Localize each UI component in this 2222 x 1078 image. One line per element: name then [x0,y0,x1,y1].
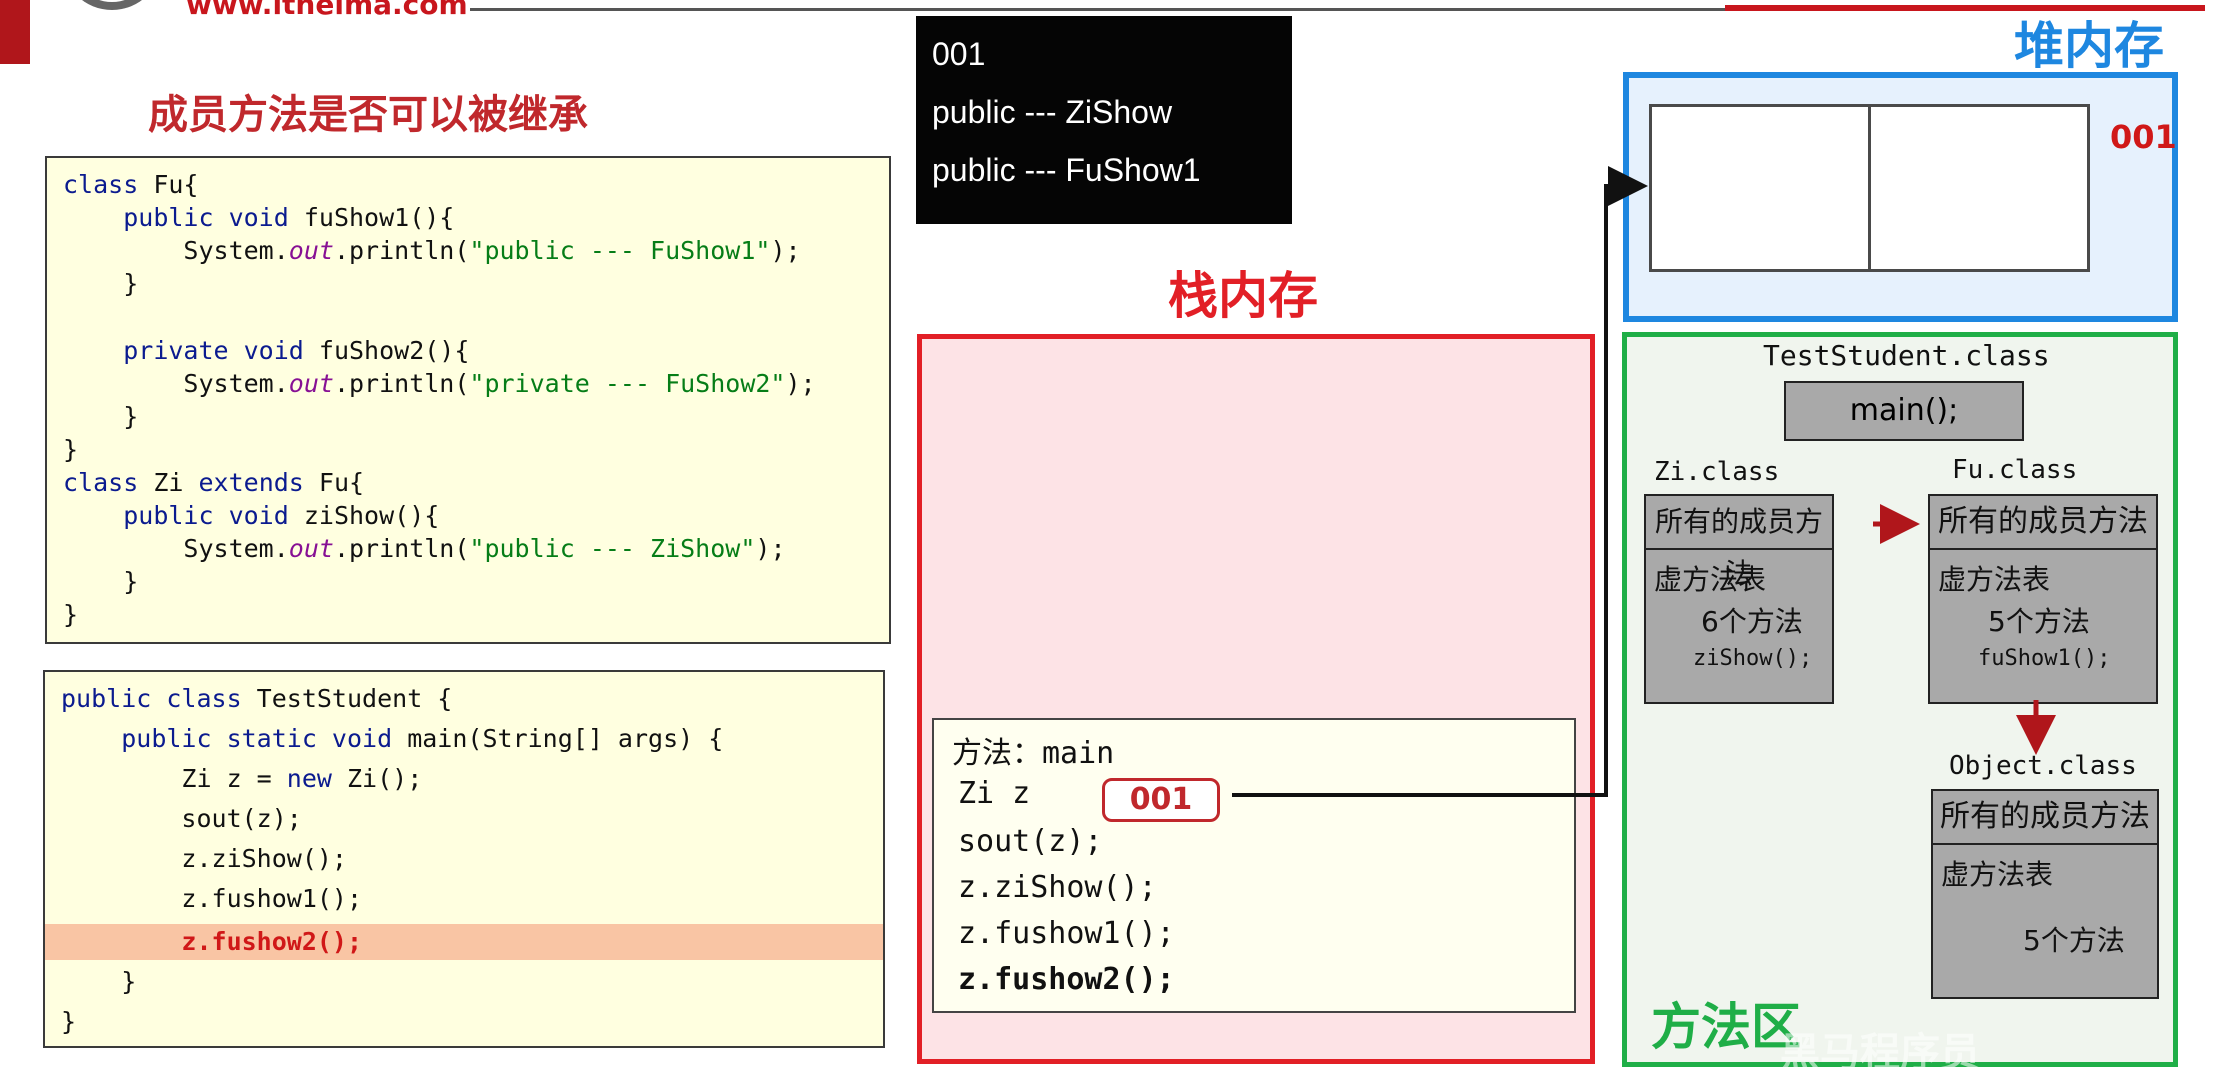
object-class-box: 所有的成员方法 虚方法表 5个方法 [1931,789,2159,999]
heap-address-label: 001 [2110,118,2177,156]
page-title: 成员方法是否可以被继承 [148,92,588,138]
object-members: 所有的成员方法 [1933,791,2157,845]
stack-title: 栈内存 [1168,267,1318,325]
console-output: 001 public --- ZiShow public --- FuShow1 [916,16,1292,224]
reference-value-pill: 001 [1102,778,1220,822]
frame-method-label: 方法：main [952,736,1115,771]
zi-members: 所有的成员方法 [1646,496,1832,590]
code-line: } [63,269,139,298]
logo-text: www.itheima.com [186,0,468,21]
frame-variable-z: Zi z [958,776,1031,811]
frame-line-current: z.fushow2(); [958,962,1175,997]
zi-vtable-label: 虚方法表 [1654,563,1767,596]
code-line: z.ziShow(); [61,844,347,873]
code-line: public static void main(String[] args) { [121,724,724,753]
code-line-highlighted: z.fushow2(); [61,927,363,956]
zi-class-label: Zi.class [1654,457,1780,487]
code-line: } [61,967,137,996]
fu-class-box: 所有的成员方法 虚方法表 5个方法 fuShow1(); [1928,494,2158,704]
fu-class-label: Fu.class [1952,455,2078,485]
console-line: public --- ZiShow [932,94,1173,130]
code-line: System.out.println("public --- ZiShow"); [63,534,786,563]
code-line: class Zi extends Fu{ [63,468,365,497]
top-red-accent [0,0,30,64]
heap-object-cell [1649,104,1871,272]
watermark: 黑马程序员 [1780,1030,1980,1076]
code-line: } [63,567,139,596]
code-block-test-student: public class TestStudent { public static… [43,670,885,1048]
test-class-main-box: main(); [1784,381,2024,441]
method-area: TestStudent.class main(); Zi.class 所有的成员… [1622,332,2178,1067]
zi-class-box: 所有的成员方法 虚方法表 6个方法 ziShow(); [1644,494,1834,704]
frame-line: z.ziShow(); [958,870,1157,905]
fu-method-count: 5个方法 [1988,605,2090,638]
code-line: System.out.println("public --- FuShow1")… [63,236,801,265]
code-line: sout(z); [61,804,302,833]
code-line: public void ziShow(){ [123,501,440,530]
fu-members: 所有的成员方法 [1930,496,2156,550]
code-line: public void fuShow1(){ [123,203,455,232]
code-line: Zi z = new Zi(); [61,764,423,793]
highlighted-line [45,924,883,960]
zi-vtable-entry: ziShow(); [1693,646,1813,671]
code-line: } [63,600,79,629]
main-stack-frame: 方法：main Zi z sout(z); z.ziShow(); z.fush… [932,718,1576,1013]
console-line: 001 [932,36,986,72]
fu-vtable-entry: fuShow1(); [1978,646,2111,671]
code-line: private void fuShow2(){ [123,336,470,365]
code-line: } [61,1007,77,1036]
reference-arrow [1232,166,1648,797]
object-class-label: Object.class [1949,751,2137,781]
console-line: public --- FuShow1 [932,152,1201,188]
heap-memory-area: 001 [1623,72,2178,322]
top-divider [470,8,1740,11]
code-line: } [63,402,139,431]
frame-line: sout(z); [958,824,1103,859]
code-line: class Fu{ [63,170,199,199]
code-block-fu-zi: class Fu{ public void fuShow1(){ System.… [45,156,891,644]
code-line: z.fushow1(); [61,884,363,913]
method-area-title: 方法区 [1651,998,1801,1056]
heap-object-cell [1868,104,2090,272]
object-method-count: 5个方法 [2023,924,2125,957]
fu-vtable-label: 虚方法表 [1938,563,2051,596]
heap-title: 堆内存 [2014,17,2164,75]
object-vtable-label: 虚方法表 [1941,858,2054,891]
top-red-divider [1725,5,2205,11]
code-line: System.out.println("private --- FuShow2"… [63,369,816,398]
code-line: } [63,435,79,464]
frame-line: z.fushow1(); [958,916,1175,951]
code-line: public class TestStudent { [61,684,453,713]
test-class-label: TestStudent.class [1763,339,2050,372]
zi-method-count: 6个方法 [1701,605,1803,638]
